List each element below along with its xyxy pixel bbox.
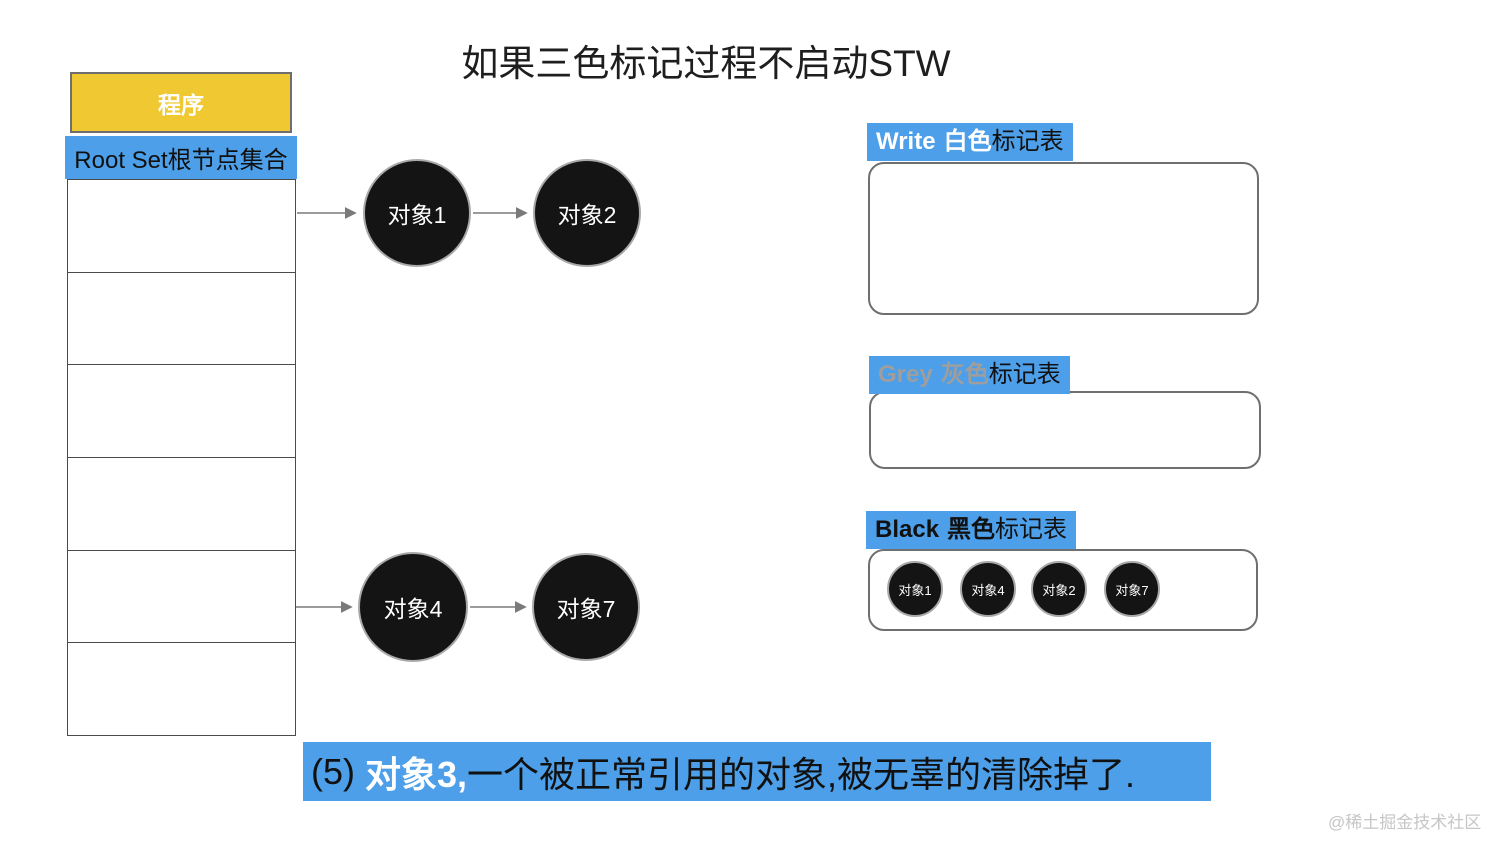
caption-highlight: 对象3, [365,753,468,795]
root-set-row [68,458,295,551]
white-table-suffix: 标记表 [991,128,1064,155]
black-mark-table-label: Black 黑色标记表 [866,511,1077,549]
black-table-item-obj7: 对象7 [1104,561,1160,617]
program-header: 程序 [70,72,292,133]
white-table-name-cn: 白色 [943,128,992,155]
root-set-row [68,643,295,735]
grey-table-name-en: Grey [878,361,933,388]
black-table-item-obj1: 对象1 [887,561,943,617]
grey-mark-table-box [869,391,1261,469]
caption-step-number: (5) [311,750,365,792]
object-node-1: 对象1 [363,159,471,267]
root-set-row [68,365,295,459]
root-set-table [67,179,296,736]
caption-text: 一个被正常引用的对象,被无辜的清除掉了. [467,753,1136,795]
object-node-4: 对象4 [358,552,468,662]
black-table-name-en: Black [875,516,940,543]
white-table-name-en: Write [876,128,936,155]
root-set-row [68,273,295,366]
root-set-label: Root Set根节点集合 [65,136,297,179]
root-set-row [68,180,295,273]
grey-mark-table-label: Grey 灰色标记表 [869,356,1070,394]
root-set-row [68,551,295,644]
white-mark-table-box [868,162,1259,315]
black-table-item-obj2: 对象2 [1031,561,1087,617]
page-title: 如果三色标记过程不启动STW [461,43,951,84]
object-node-2: 对象2 [533,159,641,267]
step-caption: (5) 对象3,一个被正常引用的对象,被无辜的清除掉了. [303,742,1211,801]
grey-table-name-cn: 灰色 [940,361,989,388]
black-table-name-cn: 黑色 [947,516,996,543]
black-table-suffix: 标记表 [995,516,1068,543]
grey-table-suffix: 标记表 [988,361,1061,388]
object-node-7: 对象7 [532,553,640,661]
black-table-item-obj4: 对象4 [960,561,1016,617]
watermark: @稀土掘金技术社区 [1328,813,1482,832]
white-mark-table-label: Write 白色标记表 [867,123,1073,161]
